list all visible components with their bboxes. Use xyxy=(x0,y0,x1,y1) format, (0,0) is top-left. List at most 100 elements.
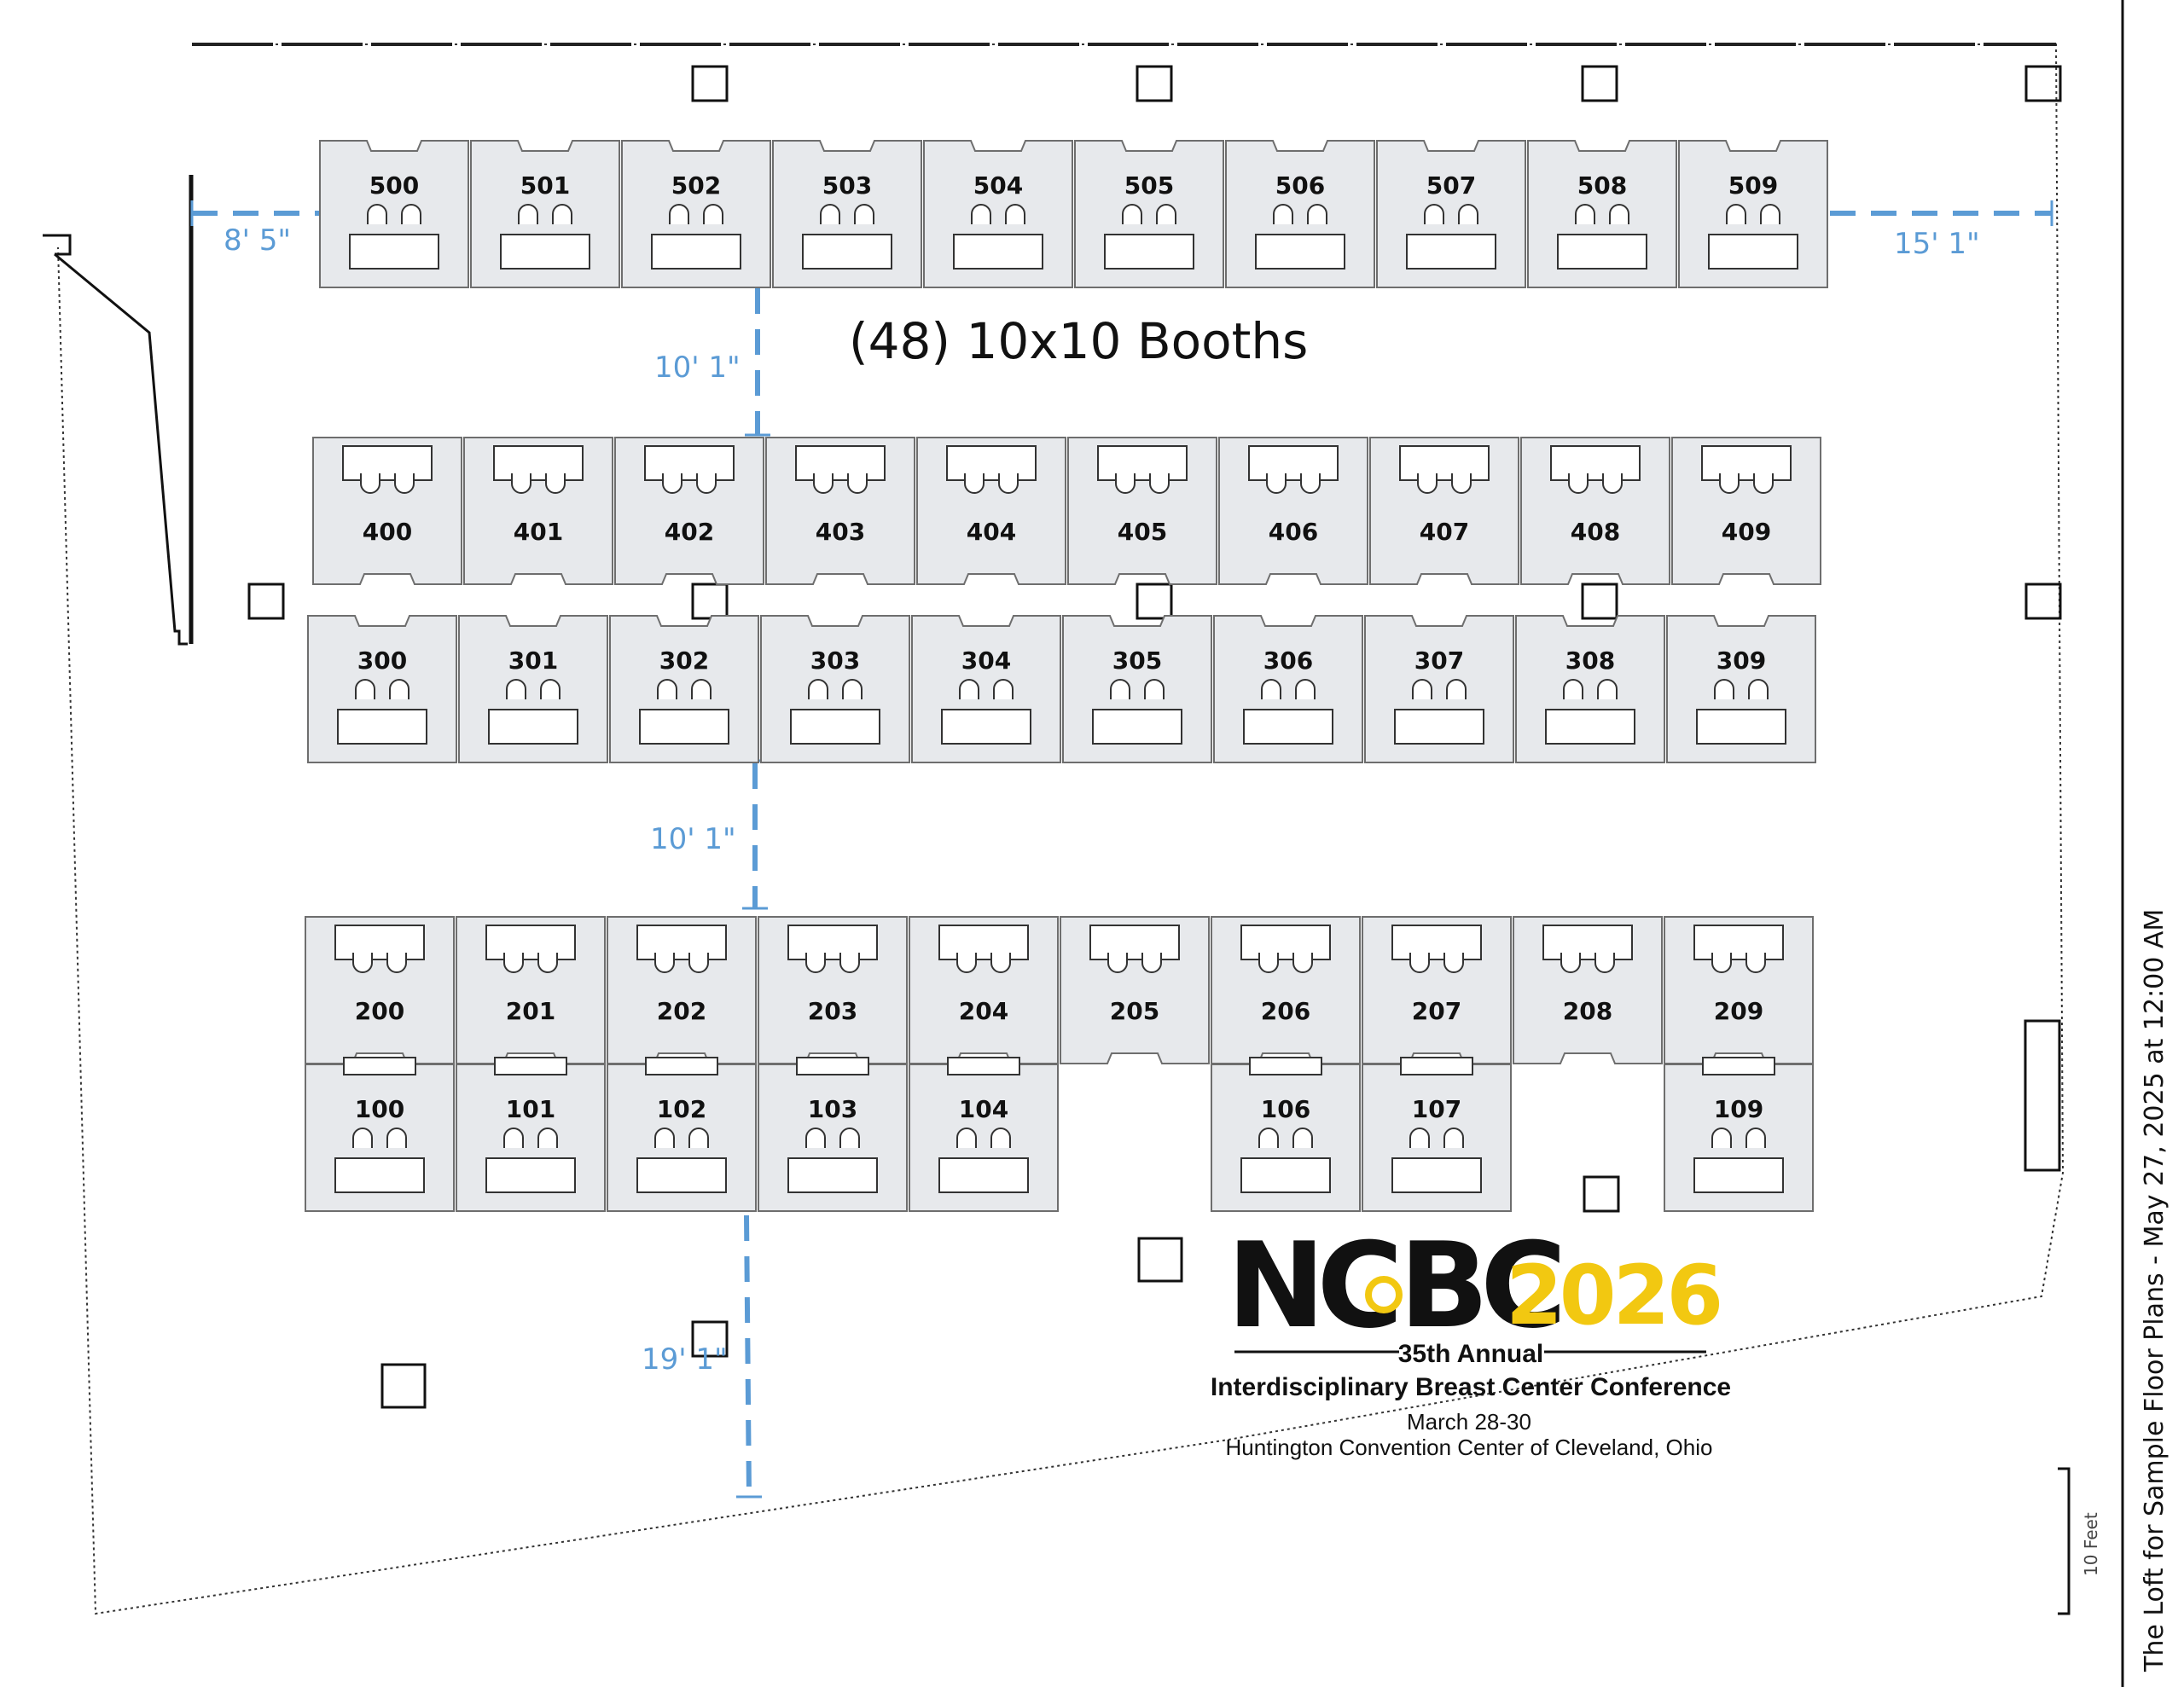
booth-503[interactable]: 503 xyxy=(772,140,922,288)
booth-number: 407 xyxy=(1420,518,1469,546)
booth-104[interactable]: 104 xyxy=(909,1057,1059,1212)
booth-table xyxy=(644,445,735,481)
dim-label-aisle-1: 10' 1" xyxy=(654,351,741,385)
booth-chair xyxy=(847,473,868,494)
booth-207[interactable]: 207 xyxy=(1362,916,1512,1064)
booth-409[interactable]: 409 xyxy=(1671,437,1821,585)
booth-205[interactable]: 205 xyxy=(1060,916,1210,1064)
logo-conference: Interdisciplinary Breast Center Conferen… xyxy=(1211,1373,1731,1401)
booth-table xyxy=(1545,709,1635,745)
booth-divider xyxy=(947,1057,1020,1075)
booth-table xyxy=(787,1157,878,1193)
booth-504[interactable]: 504 xyxy=(923,140,1073,288)
booth-chair xyxy=(654,1128,675,1148)
booth-chair xyxy=(1107,953,1128,973)
booth-203[interactable]: 203 xyxy=(758,916,908,1064)
booth-chair xyxy=(1409,1128,1430,1148)
booth-109[interactable]: 109 xyxy=(1664,1057,1814,1212)
booth-table xyxy=(1696,709,1786,745)
booth-507[interactable]: 507 xyxy=(1376,140,1526,288)
booth-500[interactable]: 500 xyxy=(319,140,469,288)
booth-106[interactable]: 106 xyxy=(1211,1057,1361,1212)
booth-chair xyxy=(1261,679,1281,699)
booth-206[interactable]: 206 xyxy=(1211,916,1361,1064)
booth-table xyxy=(639,709,729,745)
booth-401[interactable]: 401 xyxy=(463,437,613,585)
booth-502[interactable]: 502 xyxy=(621,140,771,288)
booth-508[interactable]: 508 xyxy=(1527,140,1677,288)
booth-208[interactable]: 208 xyxy=(1513,916,1663,1064)
logo-year: 2026 xyxy=(1506,1248,1720,1343)
booth-chair xyxy=(1156,204,1176,224)
booth-chair xyxy=(1745,953,1766,973)
booth-table xyxy=(787,925,878,960)
booth-302[interactable]: 302 xyxy=(609,615,759,763)
booth-309[interactable]: 309 xyxy=(1666,615,1816,763)
booth-chair xyxy=(993,679,1014,699)
booth-501[interactable]: 501 xyxy=(470,140,620,288)
booth-400[interactable]: 400 xyxy=(312,437,462,585)
booth-chair xyxy=(1748,679,1769,699)
booth-table xyxy=(938,1157,1029,1193)
booth-300[interactable]: 300 xyxy=(307,615,457,763)
side-caption: The Loft for Sample Floor Plans - May 27… xyxy=(2140,909,2169,1673)
booth-chair xyxy=(820,204,840,224)
booth-chair xyxy=(1292,1128,1313,1148)
booth-chair xyxy=(1273,204,1293,224)
booth-number: 301 xyxy=(508,646,558,675)
booth-table xyxy=(1701,445,1792,481)
booth-305[interactable]: 305 xyxy=(1062,615,1212,763)
dimension-lines xyxy=(192,211,2052,1498)
logo-dates: March 28-30 xyxy=(1407,1409,1531,1435)
booth-divider xyxy=(796,1057,869,1075)
booth-505[interactable]: 505 xyxy=(1074,140,1224,288)
booth-509[interactable]: 509 xyxy=(1678,140,1828,288)
booth-403[interactable]: 403 xyxy=(765,437,915,585)
booth-405[interactable]: 405 xyxy=(1067,437,1217,585)
booth-107[interactable]: 107 xyxy=(1362,1057,1512,1212)
booth-404[interactable]: 404 xyxy=(916,437,1066,585)
booth-chair xyxy=(1719,473,1740,494)
booth-209[interactable]: 209 xyxy=(1664,916,1814,1064)
booth-number: 308 xyxy=(1565,646,1615,675)
booth-number: 302 xyxy=(659,646,709,675)
booth-306[interactable]: 306 xyxy=(1213,615,1363,763)
booth-308[interactable]: 308 xyxy=(1515,615,1665,763)
booth-chair xyxy=(1005,204,1025,224)
booth-chair xyxy=(537,1128,558,1148)
booth-204[interactable]: 204 xyxy=(909,916,1059,1064)
booth-chair xyxy=(1458,204,1478,224)
booth-chair xyxy=(662,473,682,494)
booth-chair xyxy=(503,1128,524,1148)
booth-number: 405 xyxy=(1118,518,1167,546)
booth-202[interactable]: 202 xyxy=(607,916,757,1064)
booth-chair xyxy=(956,1128,977,1148)
booth-200[interactable]: 200 xyxy=(305,916,455,1064)
booth-chair xyxy=(1443,953,1464,973)
logo-venue: Huntington Convention Center of Clevelan… xyxy=(1226,1435,1713,1460)
booth-table xyxy=(493,445,584,481)
booth-402[interactable]: 402 xyxy=(614,437,764,585)
booth-chair xyxy=(805,1128,826,1148)
booth-chair xyxy=(506,679,526,699)
booth-103[interactable]: 103 xyxy=(758,1057,908,1212)
booth-406[interactable]: 406 xyxy=(1218,437,1368,585)
booth-506[interactable]: 506 xyxy=(1225,140,1375,288)
booth-408[interactable]: 408 xyxy=(1520,437,1670,585)
booth-407[interactable]: 407 xyxy=(1369,437,1519,585)
booth-chair xyxy=(1594,953,1615,973)
booth-304[interactable]: 304 xyxy=(911,615,1061,763)
booth-table xyxy=(1240,1157,1331,1193)
booth-307[interactable]: 307 xyxy=(1364,615,1514,763)
booth-301[interactable]: 301 xyxy=(458,615,608,763)
booth-101[interactable]: 101 xyxy=(456,1057,606,1212)
booth-table xyxy=(1243,709,1333,745)
booth-chair xyxy=(394,473,415,494)
booth-102[interactable]: 102 xyxy=(607,1057,757,1212)
scale-bar xyxy=(2058,1467,2071,1615)
booth-100[interactable]: 100 xyxy=(305,1057,455,1212)
booth-303[interactable]: 303 xyxy=(760,615,910,763)
booth-chair xyxy=(1597,679,1618,699)
booth-201[interactable]: 201 xyxy=(456,916,606,1064)
